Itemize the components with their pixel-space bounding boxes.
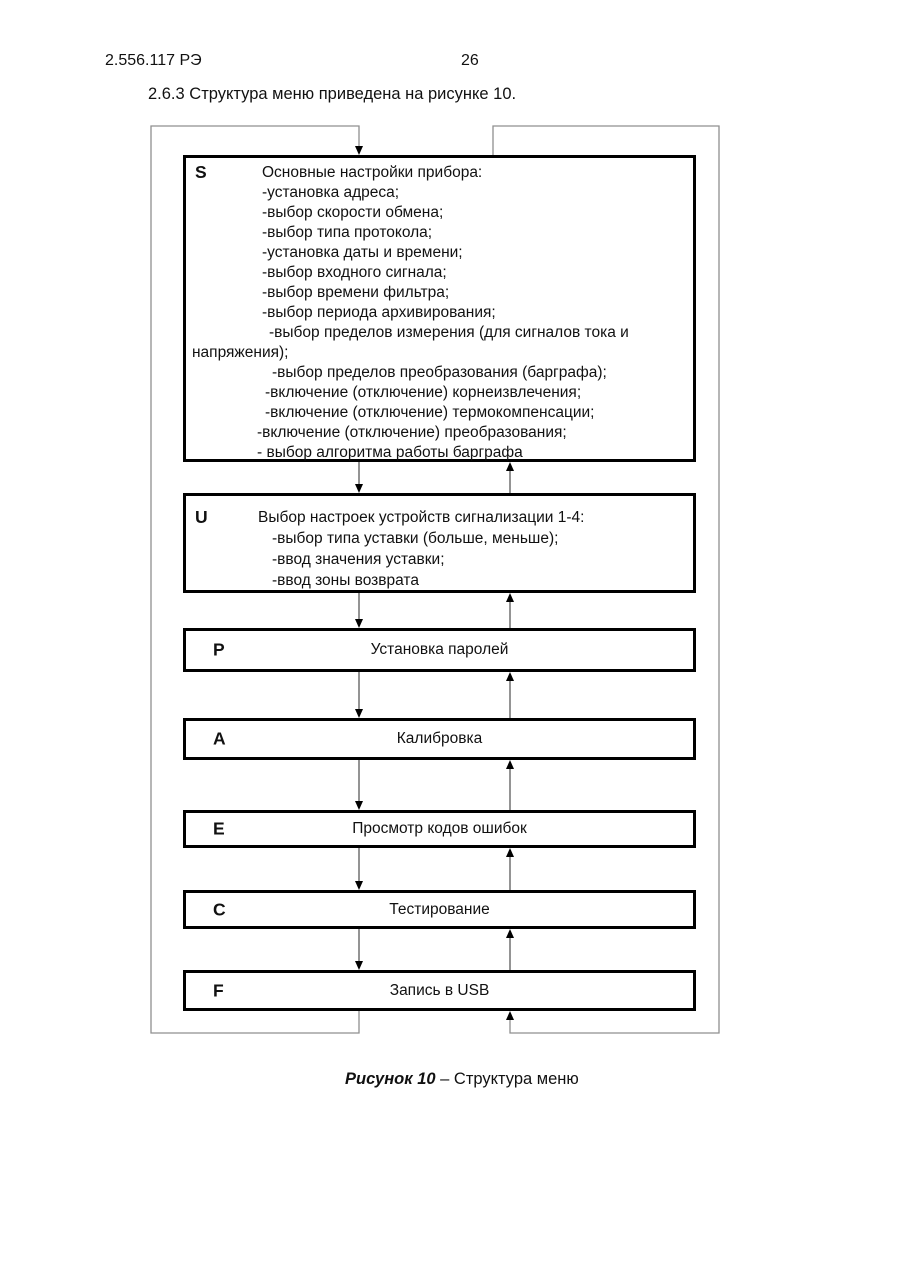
menu-box-s: S Основные настройки прибора: -установка… (183, 155, 696, 462)
menu-line: - выбор алгоритма работы барграфа (257, 444, 523, 461)
menu-line: -выбор скорости обмена; (262, 204, 444, 221)
menu-line: -установка даты и времени; (262, 244, 463, 261)
doc-number: 2.556.117 РЭ (105, 52, 202, 69)
up-arrowhead (506, 593, 514, 602)
menu-key-f: F (213, 979, 224, 1000)
menu-line: -выбор входного сигнала; (262, 264, 447, 281)
menu-key-e: E (213, 818, 225, 839)
menu-box-label: Калибровка (396, 730, 483, 747)
menu-box-e: E Просмотр кодов ошибок (183, 810, 696, 848)
menu-line: -выбор пределов измерения (для сигналов … (269, 324, 629, 341)
menu-line: -включение (отключение) корнеизвлечения; (265, 384, 582, 401)
menu-line: -включение (отключение) преобразования; (257, 424, 567, 441)
menu-line: Выбор настроек устройств сигнализации 1-… (258, 509, 585, 526)
menu-box-label: Просмотр кодов ошибок (352, 820, 527, 837)
menu-line: -ввод значения уставки; (272, 551, 445, 568)
loop-backward-arrowhead (506, 1011, 514, 1020)
menu-line: -выбор типа протокола; (262, 224, 433, 241)
menu-line: -выбор пределов преобразования (барграфа… (272, 364, 607, 381)
menu-box-label: Тестирование (389, 900, 490, 918)
menu-key-u: U (195, 507, 208, 527)
down-arrowhead (355, 619, 363, 628)
menu-line: Основные настройки прибора: (262, 164, 483, 181)
menu-key-s: S (195, 162, 207, 182)
menu-line: напряжения); (192, 344, 289, 361)
page-number: 26 (461, 52, 479, 69)
menu-box-a: A Калибровка (183, 718, 696, 760)
down-arrowhead (355, 961, 363, 970)
menu-line: -выбор типа уставки (больше, меньше); (272, 530, 559, 547)
menu-box-c: C Тестирование (183, 890, 696, 929)
menu-box-f: F Запись в USB (183, 970, 696, 1011)
menu-box-p: P Установка паролей (183, 628, 696, 672)
menu-line: -выбор времени фильтра; (262, 284, 450, 301)
menu-box-u: U Выбор настроек устройств сигнализации … (183, 493, 696, 593)
figure-caption-title: – Структура меню (435, 1070, 579, 1088)
intro-paragraph: 2.6.3 Структура меню приведена на рисунк… (148, 85, 517, 103)
menu-box-label: Запись в USB (389, 981, 490, 999)
down-arrowhead (355, 484, 363, 493)
figure-caption: Рисунок 10 – Структура меню (345, 1070, 579, 1089)
loop-forward-arrowhead (355, 146, 363, 155)
up-arrowhead (506, 672, 514, 681)
menu-line: -выбор периода архивирования; (262, 304, 496, 321)
up-arrowhead (506, 760, 514, 769)
up-arrowhead (506, 929, 514, 938)
up-arrowhead (506, 462, 514, 471)
menu-box-label: Установка паролей (370, 641, 509, 658)
down-arrowhead (355, 801, 363, 810)
menu-line: -установка адреса; (262, 184, 400, 201)
down-arrowhead (355, 709, 363, 718)
figure-caption-number: Рисунок 10 (345, 1070, 436, 1088)
menu-key-a: A (213, 728, 226, 749)
menu-line: -включение (отключение) термокомпенсации… (265, 404, 595, 421)
down-arrowhead (355, 881, 363, 890)
menu-line: -ввод зоны возврата (272, 572, 419, 589)
up-arrowhead (506, 848, 514, 857)
menu-key-c: C (213, 898, 226, 919)
menu-key-p: P (213, 639, 225, 660)
